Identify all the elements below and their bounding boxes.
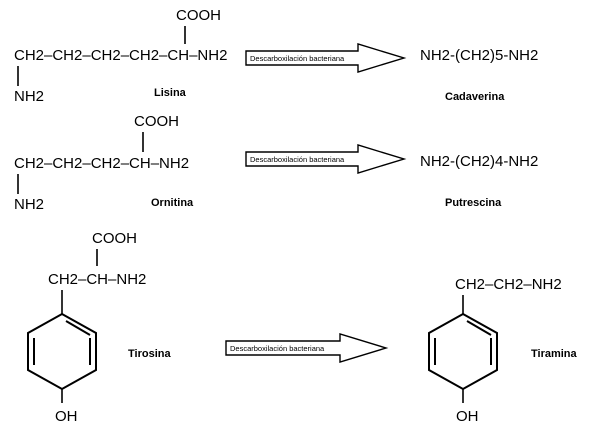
tirosina-reaction-arrow: Descarboxilación bacteriana (225, 333, 389, 363)
lisina-name: Lisina (154, 87, 187, 99)
tiramina-chain: CH2–CH2–NH2 (455, 276, 562, 293)
reaction-ornitina: COOH CH2–CH2–CH2–CH–NH2 NH2 Ornitina Des… (14, 113, 538, 213)
reaction-lisina: COOH CH2–CH2–CH2–CH2–CH–NH2 NH2 Lisina D… (14, 7, 538, 105)
ornitina-main-chain: CH2–CH2–CH2–CH–NH2 (14, 155, 189, 172)
lisina-reaction-arrow: Descarboxilación bacteriana (245, 43, 407, 73)
ornitina-name: Ornitina (151, 197, 194, 209)
ornitina-side-amine: NH2 (14, 196, 44, 213)
ornitina-carboxyl: COOH (134, 113, 179, 130)
tirosina-main-chain: CH2–CH–NH2 (48, 271, 146, 288)
cadaverina-formula: NH2-(CH2)5-NH2 (420, 47, 538, 64)
tirosina-arrow-label: Descarboxilación bacteriana (230, 344, 325, 353)
tirosina-carboxyl: COOH (92, 230, 137, 247)
lisina-arrow-label: Descarboxilación bacteriana (250, 54, 345, 63)
tirosina-hydroxyl: OH (55, 408, 78, 425)
ornitina-reaction-arrow: Descarboxilación bacteriana (245, 144, 407, 174)
reaction-tirosina: COOH CH2–CH–NH2 OH Tirosina Descarboxila… (27, 230, 578, 425)
lisina-carboxyl: COOH (176, 7, 221, 24)
tiramina-hydroxyl: OH (456, 408, 479, 425)
putrescina-formula: NH2-(CH2)4-NH2 (420, 153, 538, 170)
putrescina-name: Putrescina (445, 197, 502, 209)
lisina-main-chain: CH2–CH2–CH2–CH2–CH–NH2 (14, 47, 227, 64)
tirosina-name: Tirosina (128, 348, 171, 360)
cadaverina-name: Cadaverina (445, 91, 505, 103)
tirosina-benzene-ring (27, 312, 97, 391)
ornitina-arrow-label: Descarboxilación bacteriana (250, 155, 345, 164)
tiramina-name: Tiramina (531, 348, 578, 360)
lisina-side-amine: NH2 (14, 88, 44, 105)
tiramina-benzene-ring (428, 312, 498, 391)
